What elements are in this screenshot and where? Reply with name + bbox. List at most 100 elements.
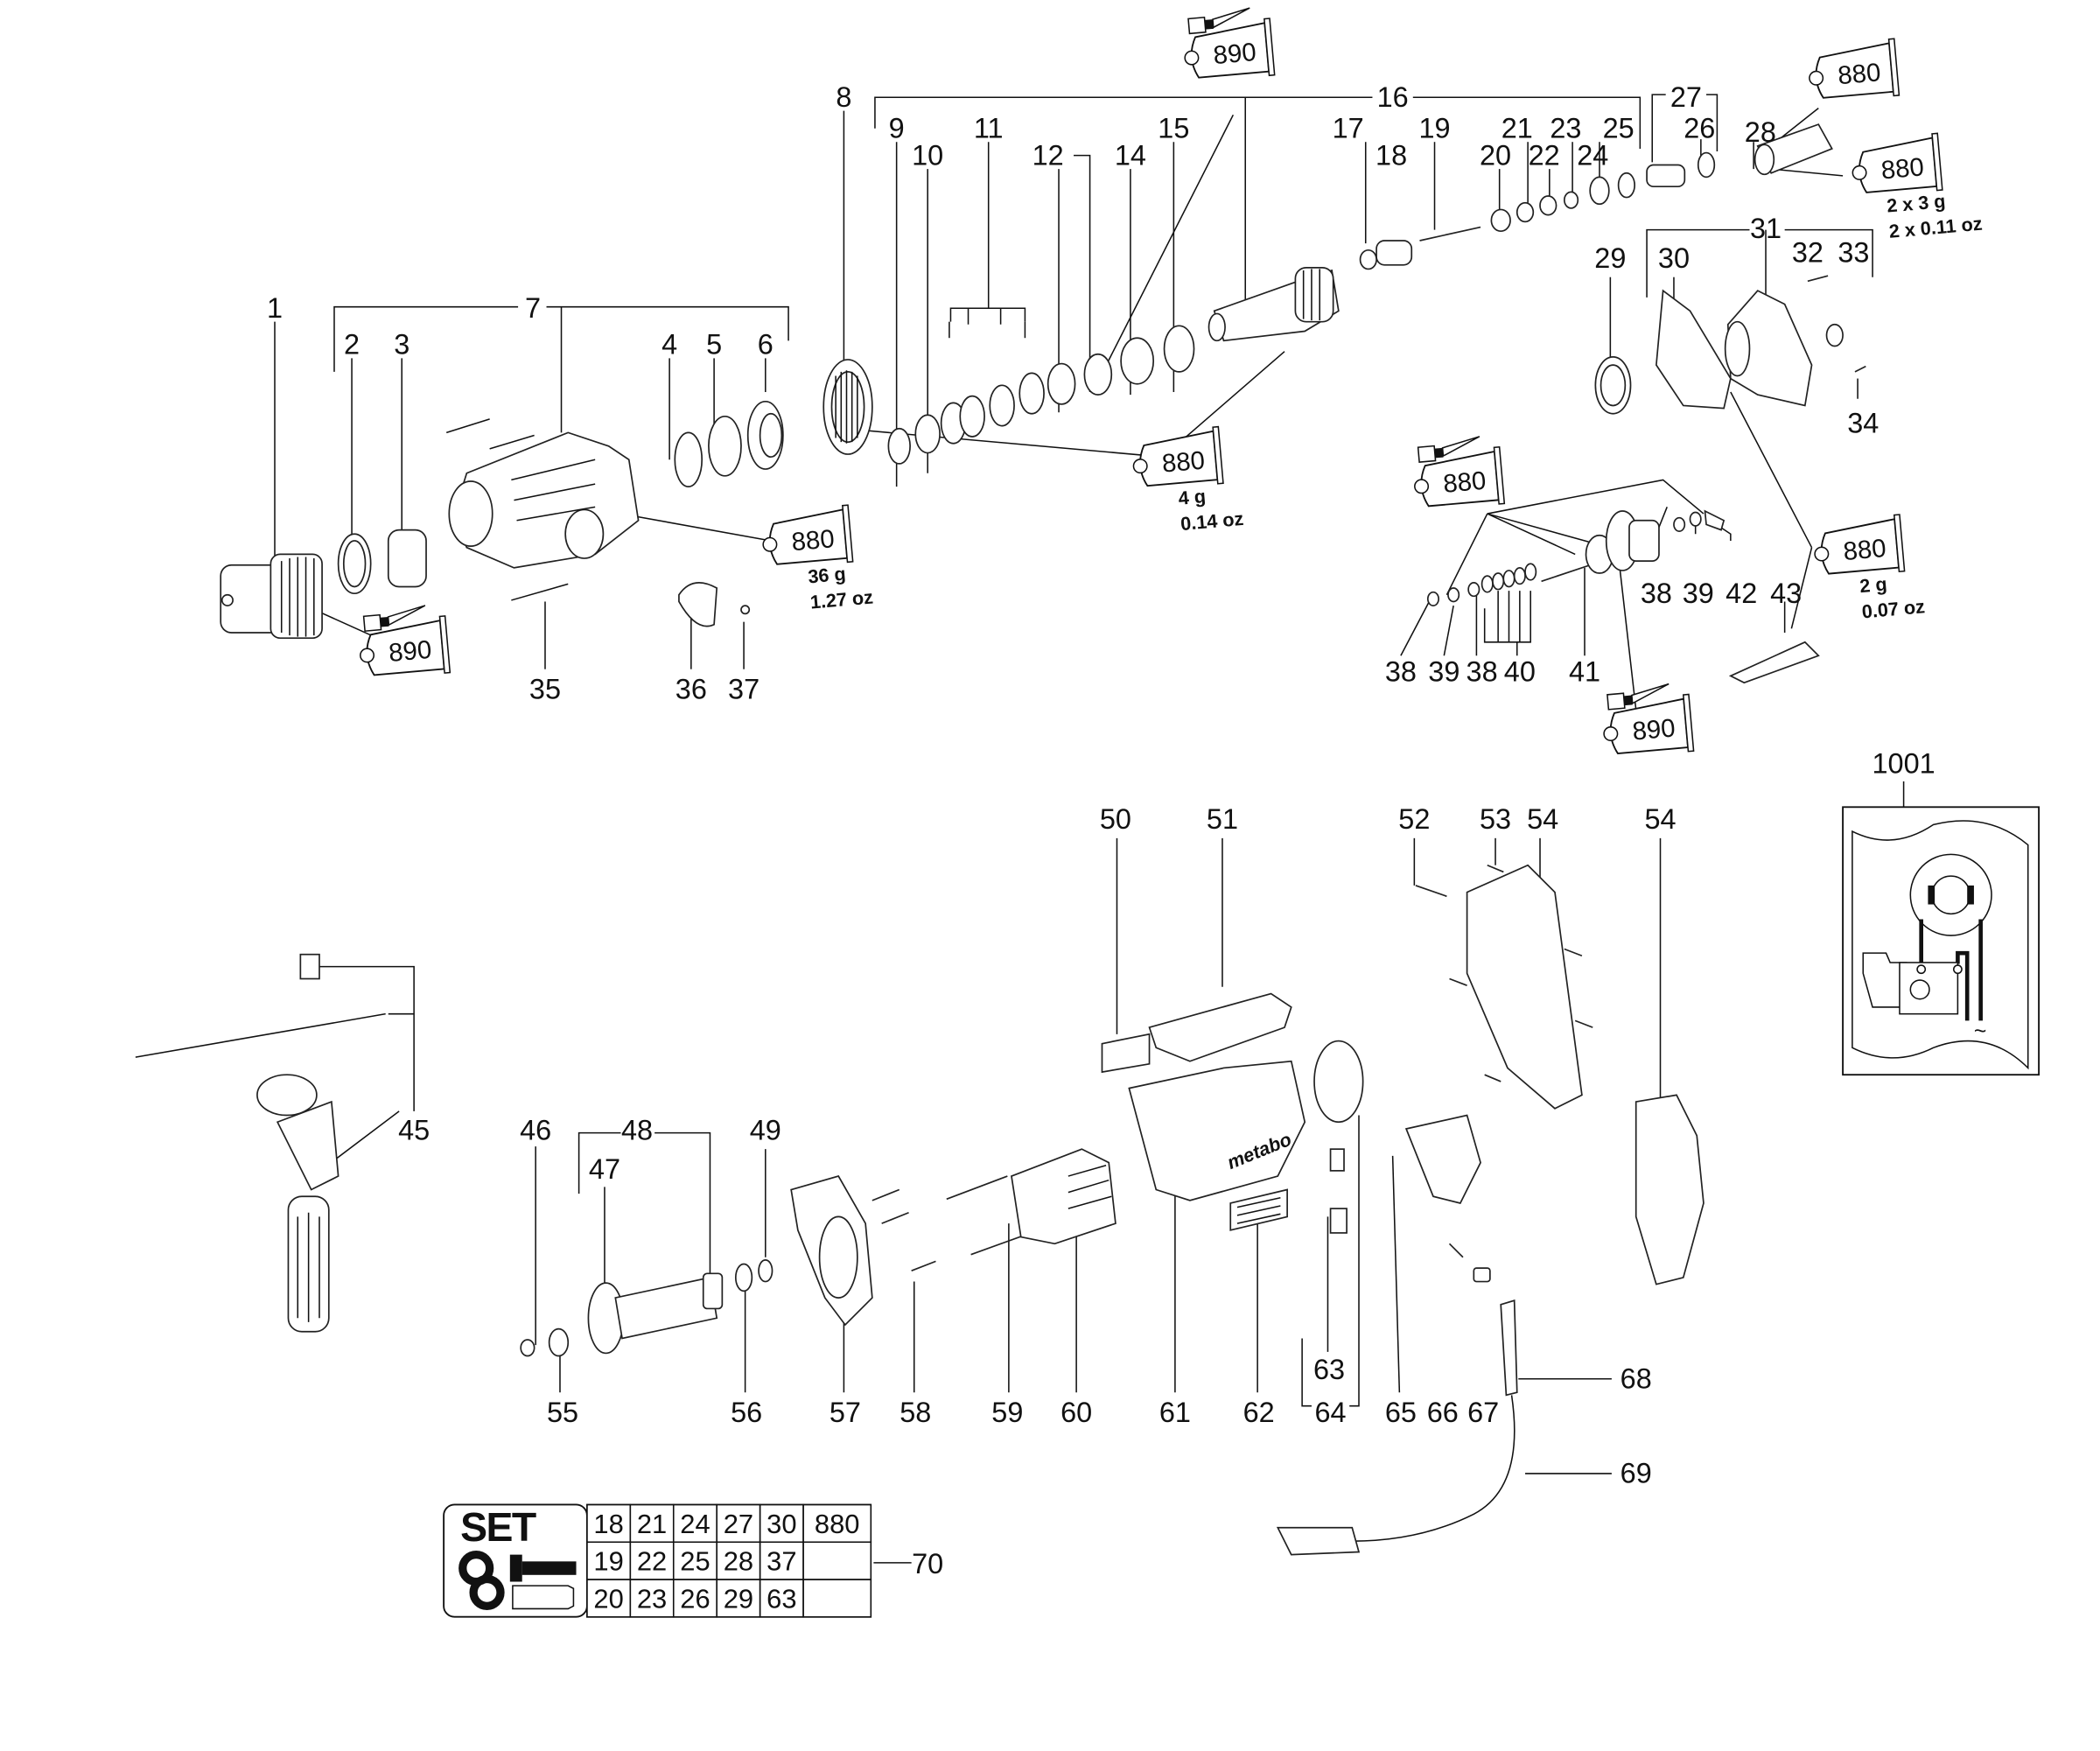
- part-number-4: 4: [662, 329, 677, 361]
- part-number-67: 67: [1467, 1397, 1499, 1428]
- gear-ring-part: [822, 359, 873, 455]
- part-number-53: 53: [1480, 803, 1511, 835]
- part-number-8: 8: [836, 81, 851, 113]
- part-number-47: 47: [589, 1153, 620, 1185]
- part-number-31: 31: [1750, 213, 1782, 244]
- set-table-value: 25: [680, 1546, 710, 1577]
- part-number-29: 29: [1594, 242, 1626, 274]
- part-number-68: 68: [1620, 1363, 1652, 1395]
- brush-holder-part: [1313, 1040, 1364, 1124]
- grease-code: 890: [1212, 38, 1257, 70]
- part-number-1001: 1001: [1872, 748, 1936, 780]
- part-number-45: 45: [398, 1114, 430, 1145]
- part-number-46: 46: [520, 1114, 551, 1145]
- part-number-32: 32: [1792, 237, 1824, 269]
- gear-housing-part: [445, 418, 640, 601]
- part-number-27: 27: [1670, 81, 1702, 113]
- part-number-26: 26: [1684, 113, 1715, 144]
- part-number-66: 66: [1427, 1397, 1459, 1428]
- part-number-1: 1: [267, 292, 283, 324]
- switch-part: [1404, 1114, 1481, 1204]
- grease-tube-890: 890: [1184, 7, 1276, 79]
- part-number-65: 65: [1385, 1397, 1417, 1428]
- brush-icon: [1187, 16, 1207, 35]
- part-number-52: 52: [1398, 803, 1430, 835]
- part-number-11: 11: [974, 113, 1004, 144]
- part-number-39b: 39: [1683, 578, 1714, 609]
- part-number-58: 58: [900, 1397, 931, 1428]
- set-table-value: 22: [637, 1546, 667, 1577]
- part-number-54a: 54: [1527, 803, 1558, 835]
- grease-code: 890: [1631, 713, 1676, 746]
- part-number-19: 19: [1418, 113, 1450, 144]
- tube-icon: [512, 1585, 575, 1610]
- grease-code: 890: [388, 635, 433, 668]
- grease-tube-890: 890: [360, 605, 452, 676]
- set-table-value: 21: [637, 1509, 667, 1539]
- power-cord-part: [1276, 1299, 1518, 1556]
- part-number-43: 43: [1770, 578, 1802, 609]
- part-number-15: 15: [1158, 113, 1189, 144]
- part-number-7: 7: [525, 292, 541, 324]
- grease-amount: 2 x 3 g: [1886, 190, 1946, 217]
- part-number-59: 59: [991, 1397, 1023, 1428]
- side-handle-part: [135, 953, 386, 1333]
- part-number-49: 49: [750, 1114, 781, 1145]
- spindle-part: [1208, 267, 1340, 342]
- set-table-value: 24: [680, 1509, 710, 1539]
- part-number-10: 10: [912, 139, 943, 171]
- ac-symbol: ~: [1974, 1019, 1986, 1043]
- grease-code: 880: [1442, 466, 1488, 499]
- striker-assembly-part: [1728, 641, 1820, 684]
- set-table-value: 19: [593, 1546, 623, 1577]
- motor-housing-part: metabo: [1128, 1060, 1306, 1201]
- grease-amount: 2 g: [1858, 573, 1887, 598]
- grease-code: 880: [1842, 534, 1887, 566]
- set-table-cell: [802, 1579, 872, 1618]
- part-number-33: 33: [1838, 237, 1869, 269]
- part-number-25: 25: [1603, 113, 1634, 144]
- set-table-value: 30: [766, 1509, 796, 1539]
- part-number-62: 62: [1243, 1397, 1275, 1428]
- part-number-38a: 38: [1385, 656, 1417, 688]
- set-table-value: 20: [593, 1583, 623, 1614]
- part-number-12: 12: [1032, 139, 1064, 171]
- top-cover-part: [1148, 992, 1292, 1062]
- part-number-9: 9: [889, 113, 905, 144]
- cover-plate-part: [1656, 289, 1732, 410]
- part-number-3: 3: [394, 329, 410, 361]
- part-drawings: metabo: [135, 123, 1866, 1556]
- brush-icon: [1606, 692, 1626, 711]
- handle-half-right-part: [1634, 1094, 1704, 1285]
- set-table-value: 23: [637, 1583, 667, 1614]
- part-number-17: 17: [1333, 113, 1364, 144]
- part-number-51: 51: [1207, 803, 1238, 835]
- part-number-57: 57: [830, 1397, 861, 1428]
- set-title: SET: [460, 1504, 536, 1550]
- chuck-part: [220, 553, 323, 640]
- label-blank-part: [1101, 1033, 1151, 1074]
- part-number-36: 36: [676, 674, 707, 705]
- part-number-70: 70: [912, 1548, 943, 1579]
- part-number-54b: 54: [1644, 803, 1676, 835]
- grease-amount: 4 g: [1178, 485, 1207, 509]
- field-coil-part: [1011, 1148, 1116, 1245]
- intermediate-shaft-part: [1541, 510, 1660, 583]
- part-number-34: 34: [1847, 407, 1879, 438]
- part-number-30: 30: [1658, 242, 1690, 274]
- grease-code: 880: [1161, 446, 1207, 479]
- screw-icon: [509, 1554, 522, 1582]
- part-number-24: 24: [1577, 139, 1608, 171]
- part-number-40: 40: [1504, 656, 1536, 688]
- grease-code: 880: [1837, 58, 1882, 90]
- part-number-5: 5: [706, 329, 722, 361]
- part-number-56: 56: [731, 1397, 762, 1428]
- part-number-42: 42: [1726, 578, 1757, 609]
- part-number-35: 35: [529, 674, 561, 705]
- part-number-22: 22: [1529, 139, 1560, 171]
